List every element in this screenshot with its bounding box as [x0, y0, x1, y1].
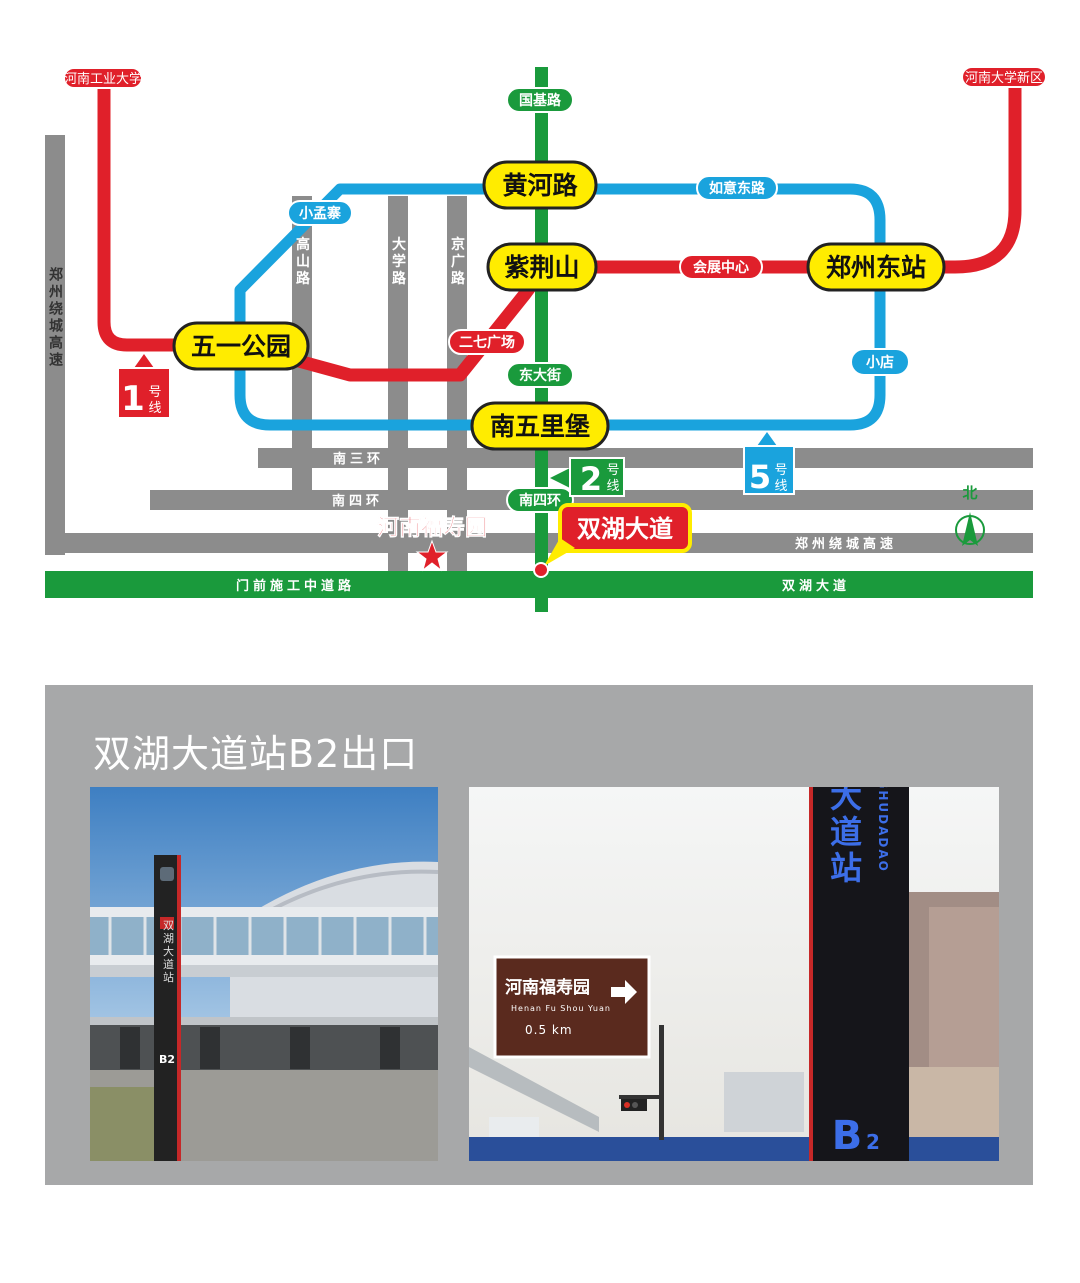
- station-dongda-street: [506, 362, 574, 388]
- destination-label: 双湖大道: [577, 515, 673, 543]
- line-5-number: 5: [749, 458, 771, 496]
- landmark-label: 河南福寿园: [377, 515, 487, 541]
- exit-photo-panel: 双湖大道站B2出口: [45, 685, 1033, 1185]
- right-sign-pinyin: SHUANGHUDADAO: [876, 787, 890, 873]
- exit-sign-photo-right: 河南福寿园 Henan Fu Shou Yuan 0.5 km 双湖大道站 SH…: [469, 787, 999, 1161]
- station-zijingshan-label: 紫荆山: [504, 253, 579, 282]
- station-guoji-road-label: 国基路: [519, 92, 562, 109]
- henan-univ-newcampus-tag: [961, 66, 1047, 88]
- line-5-xian: 线: [774, 479, 787, 494]
- north-arrow: 北: [955, 484, 985, 546]
- henan-univ-newcampus-label: 河南大学新区: [965, 70, 1043, 86]
- metro-route-map: 郑州绕城高速 高山路 大学路 京广路 南三环 南四环 郑州绕城高速 门前施工中道…: [45, 66, 1047, 612]
- nan-si-huan-road: [150, 490, 1033, 510]
- station-wuyi-park-label: 五一公园: [191, 332, 291, 361]
- gaoshan-road-label: 高山路: [294, 236, 310, 288]
- station-zhengzhou-east-label: 郑州东站: [826, 253, 926, 282]
- line-2-hao: 号: [606, 463, 619, 478]
- line-1-marker: 1 号 线: [117, 354, 171, 419]
- jingguang-road: [447, 196, 467, 571]
- right-sign-exit-num: 2: [866, 1130, 880, 1154]
- station-xiaodian: [850, 348, 910, 376]
- station-ruyi-east-road: [696, 175, 778, 201]
- exit-sign-pylon: 双湖大道站 B2: [154, 855, 181, 1161]
- shuanghu-avenue-road-label: 双湖大道: [782, 578, 850, 594]
- panel-title: 双湖大道站B2出口: [93, 732, 419, 776]
- metro-line-2: [535, 67, 548, 612]
- road-direction-sign: 河南福寿园 Henan Fu Shou Yuan 0.5 km: [493, 955, 651, 1059]
- elevated-guideway: [469, 1047, 599, 1132]
- north-label: 北: [962, 484, 977, 502]
- destination-point: [533, 562, 549, 578]
- station-dongda-street-label: 东大街: [519, 367, 561, 384]
- left-sign-exit: B2: [159, 1053, 175, 1066]
- line-2-marker: 2 号 线: [550, 457, 625, 498]
- henan-tech-univ-label: 河南工业大学: [64, 71, 142, 87]
- daxue-road: [388, 196, 408, 571]
- station-wuyi-park: [172, 321, 310, 371]
- station-nansihuan: [506, 487, 574, 513]
- nan-san-huan-label: 南三环: [333, 451, 384, 467]
- left-sign-vertical-text: 双湖大道站: [162, 919, 175, 984]
- line-5-marker: 5 号 线: [743, 432, 795, 496]
- station-zhengzhou-east: [806, 242, 946, 292]
- station-xiaomengzhai: [287, 200, 353, 226]
- station-guoji-road: [506, 87, 574, 113]
- road-network: [45, 135, 1033, 571]
- station-pylon: 双湖大道站 SHUANGHUDADAO B 2: [809, 787, 909, 1161]
- station-zijingshan: [486, 242, 598, 292]
- station-nanwulipu-label: 南五里堡: [490, 412, 590, 441]
- line-1-number: 1: [121, 379, 145, 419]
- menqian-road-label: 门前施工中道路: [236, 578, 355, 594]
- ring-expressway-vertical: [45, 135, 65, 555]
- road-sign-cn: 河南福寿园: [505, 977, 590, 998]
- station-huizhan-center: [679, 254, 763, 280]
- landmark-star-icon: [415, 539, 449, 572]
- station-huanghe-road-label: 黄河路: [502, 171, 578, 200]
- metro-line-5: [234, 183, 886, 431]
- road-sign-en: Henan Fu Shou Yuan: [511, 1004, 611, 1013]
- construction-hoarding: [469, 1137, 999, 1161]
- ring-expressway-label: 郑州绕城高速: [795, 536, 897, 552]
- station-huizhan-center-label: 会展中心: [693, 259, 749, 276]
- station-erqi-square: [448, 329, 526, 355]
- station-xiaodian-label: 小店: [866, 354, 894, 371]
- station-huanghe-road: [482, 160, 598, 210]
- line-1-hao: 号: [148, 385, 161, 400]
- road-sign-distance: 0.5 km: [525, 1023, 573, 1037]
- left-photo-scene: 双湖大道站 B2: [90, 787, 438, 1161]
- station-nanwulipu: [470, 401, 610, 451]
- line-1-xian: 线: [148, 401, 161, 416]
- right-sign-vertical-text: 双湖大道站: [825, 787, 863, 887]
- north-arrow-icon: [962, 512, 978, 546]
- line-2-number: 2: [580, 460, 602, 498]
- station-xiaomengzhai-label: 小孟寨: [299, 205, 342, 222]
- destination-shuanghu-avenue: 双湖大道: [544, 503, 692, 566]
- ring-expressway-vertical-label: 郑州绕城高速: [47, 266, 64, 369]
- station-ruyi-east-road-label: 如意东路: [709, 180, 766, 197]
- station-nansihuan-label: 南四环: [519, 492, 561, 509]
- line-5-hao: 号: [774, 463, 787, 478]
- right-sign-exit-letter: B: [832, 1113, 863, 1159]
- right-photo-scene: 河南福寿园 Henan Fu Shou Yuan 0.5 km 双湖大道站 SH…: [469, 787, 999, 1161]
- daxue-road-label: 大学路: [390, 236, 406, 288]
- jingguang-road-label: 京广路: [449, 236, 465, 288]
- nan-si-huan-label: 南四环: [332, 493, 383, 509]
- station-erqi-square-label: 二七广场: [459, 334, 515, 351]
- right-arrow-icon: [611, 980, 637, 1004]
- exit-sign-photo-left: 双湖大道站 B2: [90, 787, 438, 1161]
- line-2-xian: 线: [606, 479, 619, 494]
- henan-tech-univ-tag: [63, 67, 143, 89]
